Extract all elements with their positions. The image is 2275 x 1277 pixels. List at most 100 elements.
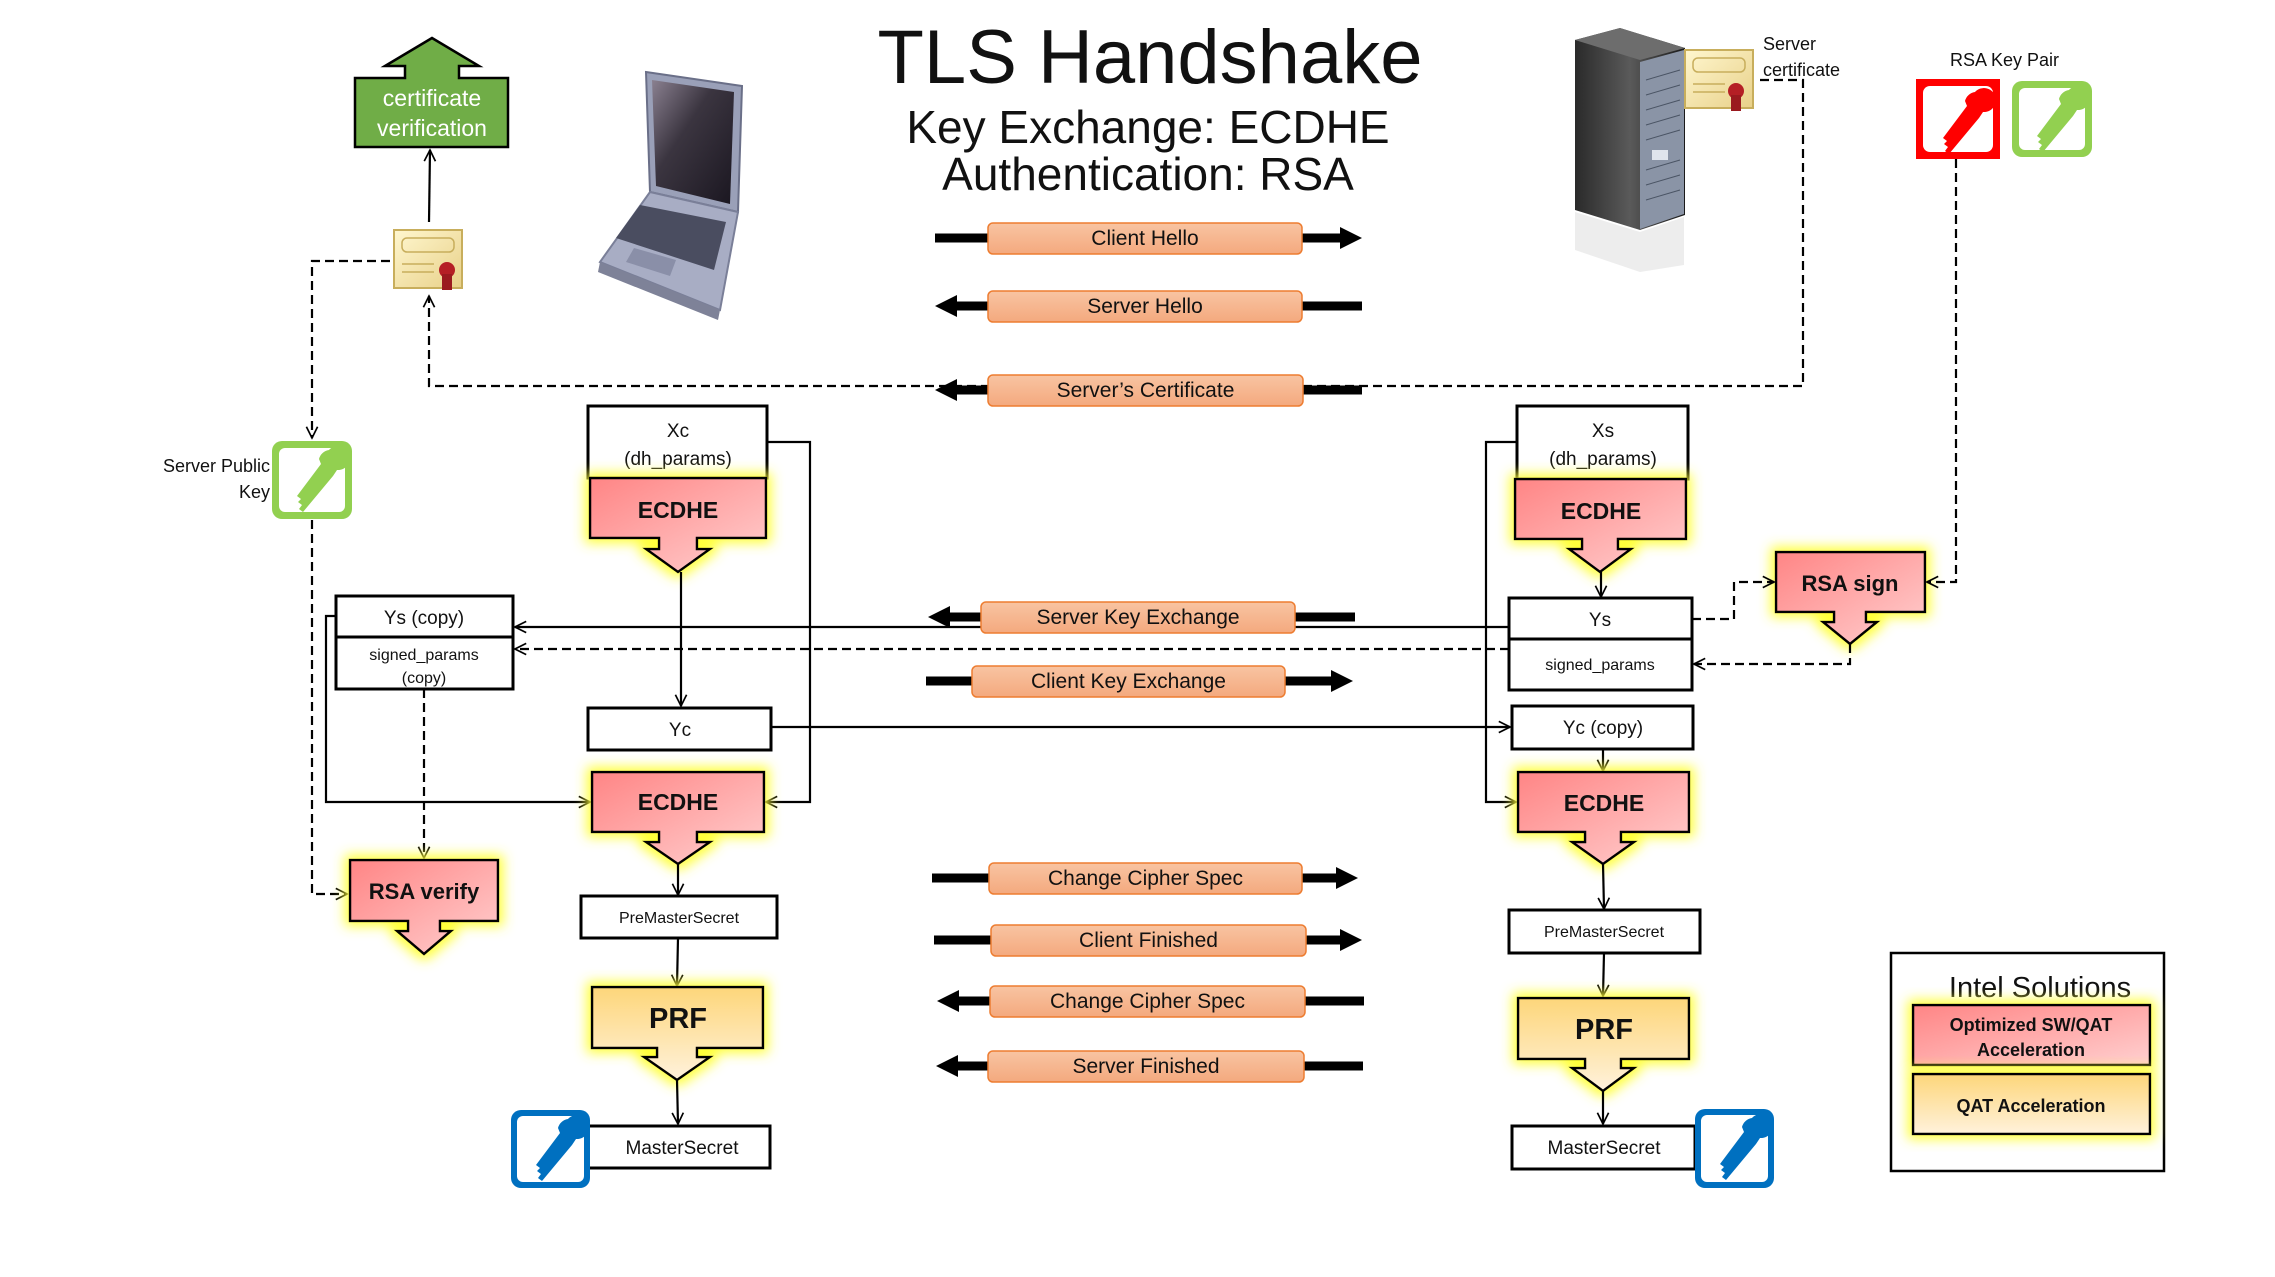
- arrow-left-icon: [936, 1055, 958, 1077]
- rsa-key-pair-label: RSA Key Pair: [1950, 50, 2059, 70]
- svg-text:signed_params: signed_params: [1545, 657, 1654, 674]
- server-public-key-label-2: Key: [239, 482, 270, 502]
- client-xc-box: Xc (dh_params): [586, 404, 769, 480]
- connector-ys-copy-to-ecdhe2: [324, 614, 590, 802]
- svg-text:Yc (copy): Yc (copy): [1563, 718, 1643, 739]
- svg-text:MasterSecret: MasterSecret: [626, 1138, 740, 1159]
- server-premaster-box: PreMasterSecret: [1507, 908, 1702, 955]
- legend-title: Intel Solutions: [1949, 972, 2131, 1004]
- laptop-icon: [598, 70, 744, 320]
- server-master-key-icon: [1695, 1109, 1774, 1188]
- rsa-sign-box: [1774, 550, 1927, 646]
- svg-text:(dh_params): (dh_params): [624, 449, 732, 470]
- message-pill: [990, 924, 1307, 957]
- svg-text:Ys (copy): Ys (copy): [384, 608, 464, 629]
- client-prf-label: PRF: [649, 1003, 707, 1035]
- legend-item-optimized-label: Optimized SW/QAT: [1950, 1015, 2113, 1035]
- client-ys-copy-box: Ys (copy) signed_params (copy): [334, 594, 515, 691]
- client-ecdhe-2: [590, 770, 766, 866]
- server-certificate-label-2: certificate: [1763, 60, 1840, 80]
- message-server-key-exchange: Server Key Exchange: [928, 601, 1355, 634]
- message-client-hello: Client Hello: [935, 222, 1362, 255]
- server-certificate-icon: [1684, 49, 1754, 111]
- message-label: Client Finished: [1079, 929, 1218, 952]
- arrow-right-icon: [1336, 867, 1358, 889]
- arrow-left-icon: [935, 379, 957, 401]
- svg-text:Xs: Xs: [1592, 421, 1614, 442]
- message-pill: [987, 222, 1303, 255]
- message-label: Change Cipher Spec: [1050, 990, 1245, 1013]
- connector-xs-to-ecdhe2: [1484, 440, 1517, 802]
- message-client-key-exchange: Client Key Exchange: [926, 665, 1353, 698]
- page-title: TLS Handshake: [878, 15, 1423, 100]
- message-pill: [987, 1050, 1305, 1083]
- arrow-left-icon: [935, 295, 957, 317]
- svg-text:Ys: Ys: [1589, 610, 1611, 631]
- rsa-sign-label: RSA sign: [1802, 571, 1899, 596]
- certificate-verification-label: certificate: [383, 85, 481, 111]
- message-pill: [987, 374, 1304, 407]
- message-label: Server Key Exchange: [1036, 606, 1239, 629]
- rsa-private-key-icon: [1916, 79, 2000, 159]
- connector-premaster-to-prf: [677, 937, 678, 986]
- server-xs-box: Xs (dh_params): [1515, 404, 1690, 481]
- svg-text:PreMasterSecret: PreMasterSecret: [1544, 924, 1665, 941]
- server-public-key-label: Server Public: [163, 456, 270, 476]
- connector-server-cert-to-client-cert: [429, 78, 1805, 388]
- subtitle-authentication: Authentication: RSA: [942, 148, 1354, 200]
- svg-text:PreMasterSecret: PreMasterSecret: [619, 910, 740, 927]
- server-ecdhe-1: [1513, 477, 1688, 574]
- arrow-right-icon: [1340, 929, 1362, 951]
- legend-item-qat: [1911, 1072, 2152, 1136]
- message-label: Server Hello: [1087, 295, 1203, 318]
- server-ys-box: Ys signed_params: [1507, 596, 1694, 692]
- arrow-right-icon: [1331, 670, 1353, 692]
- message-label: Server Finished: [1072, 1055, 1219, 1078]
- client-master-key-icon: [511, 1110, 590, 1188]
- svg-text:(copy): (copy): [402, 670, 446, 687]
- connector-rsa-sign-to-signed-params: [1694, 644, 1852, 664]
- client-ecdhe-1: [588, 476, 768, 574]
- certificate-verification-label-2: verification: [377, 115, 487, 141]
- arrow-right-icon: [1340, 227, 1362, 249]
- connector-server-ecdhe2-to-premaster: [1603, 863, 1604, 909]
- message-server-s-certificate: Server’s Certificate: [935, 374, 1362, 407]
- connector-prf-to-master: [677, 1079, 678, 1124]
- rsa-public-key-icon: [2012, 81, 2092, 157]
- svg-text:Xc: Xc: [667, 421, 689, 442]
- client-certificate-icon: [393, 229, 463, 290]
- message-label: Client Hello: [1091, 227, 1198, 250]
- client-ecdhe-1-label: ECDHE: [638, 497, 719, 523]
- connector-ys-to-rsa-sign: [1692, 582, 1774, 621]
- connector-cert-to-public-key: [312, 259, 390, 438]
- message-change-cipher-spec: Change Cipher Spec: [937, 985, 1364, 1018]
- connector-cert-to-verification: [429, 150, 430, 223]
- server-certificate-label: Server: [1763, 34, 1816, 54]
- server-ecdhe-2: [1516, 770, 1691, 866]
- message-client-finished: Client Finished: [934, 924, 1362, 957]
- arrow-left-icon: [928, 606, 950, 628]
- message-server-finished: Server Finished: [936, 1050, 1363, 1083]
- server-yc-copy-box: Yc (copy): [1510, 704, 1695, 751]
- connector-public-key-to-rsa-verify: [310, 520, 347, 894]
- message-pill: [987, 290, 1303, 323]
- svg-text:(dh_params): (dh_params): [1549, 449, 1657, 470]
- rsa-verify-box: [348, 858, 500, 956]
- subtitle-key-exchange: Key Exchange: ECDHE: [906, 101, 1389, 153]
- server-master-secret-box: MasterSecret: [1510, 1124, 1697, 1171]
- server-ecdhe-1-label: ECDHE: [1561, 498, 1642, 524]
- client-ecdhe-2-label: ECDHE: [638, 789, 719, 815]
- legend: Intel Solutions Optimized SW/QAT Acceler…: [1889, 951, 2166, 1173]
- client-premaster-box: PreMasterSecret: [579, 894, 779, 940]
- server-ecdhe-2-label: ECDHE: [1564, 790, 1645, 816]
- connector-server-premaster-to-prf: [1603, 952, 1604, 996]
- client-yc-box: Yc: [586, 706, 773, 752]
- server-icon: [1575, 28, 1685, 272]
- legend-item-optimized: [1911, 1003, 2152, 1067]
- svg-text:MasterSecret: MasterSecret: [1548, 1138, 1662, 1159]
- certificate-verification-box: certificate verification: [353, 36, 510, 149]
- server-public-key-icon: [272, 441, 352, 519]
- svg-text:Yc: Yc: [669, 720, 691, 741]
- legend-item-qat-label: QAT Acceleration: [1956, 1096, 2105, 1116]
